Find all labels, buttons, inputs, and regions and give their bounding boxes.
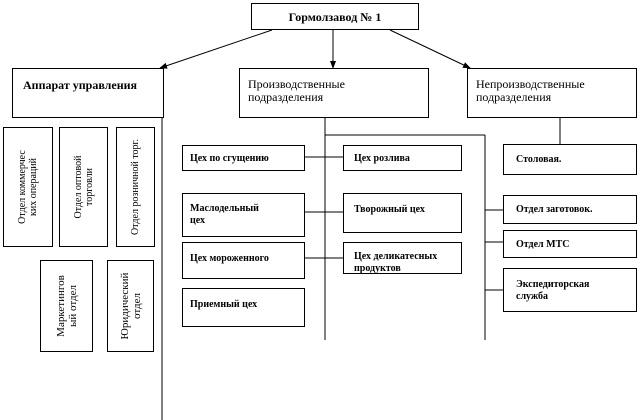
- forwarding-box: Экспедиторская служба: [503, 268, 637, 312]
- icecream-shop-box: Цех мороженного: [182, 242, 305, 279]
- receiving-shop-label: Приемный цех: [190, 299, 258, 310]
- legal-line1: Юридический: [119, 272, 131, 340]
- root-box: Гормолзавод № 1: [251, 3, 419, 30]
- cottage-cheese-shop-label: Творожный цех: [354, 204, 425, 215]
- retail-label: Отдел розничной торг.: [130, 138, 141, 236]
- production-box: Производственные подразделения: [239, 68, 429, 118]
- mts-box: Отдел МТС: [503, 230, 637, 258]
- bottling-shop-box: Цех розлива: [343, 145, 462, 171]
- marketing-line2: ый отдел: [67, 285, 79, 328]
- nonproduction-label-line1: Непроизводственные: [476, 77, 585, 91]
- retail-box: Отдел розничной торг.: [116, 127, 155, 247]
- marketing-box: Маркетингов ый отдел: [40, 260, 93, 352]
- marketing-label: Маркетингов ый отдел: [55, 261, 79, 351]
- commercial-ops-label: Отдел коммерчес ких операций: [17, 128, 39, 246]
- delicacy-shop-line2: продуктов: [354, 263, 401, 274]
- wholesale-box: Отдел оптовой торговли: [59, 127, 108, 247]
- cottage-cheese-shop-box: Творожный цех: [343, 193, 462, 233]
- legal-line2: отдел: [131, 293, 143, 319]
- bottling-shop-label: Цех розлива: [354, 153, 410, 164]
- canteen-label: Столовая.: [516, 154, 562, 165]
- wholesale-line1: Отдел оптовой: [73, 155, 84, 219]
- production-label-line1: Производственные: [248, 77, 345, 91]
- management-box: Аппарат управления: [12, 68, 164, 118]
- condensing-shop-label: Цех по сгущению: [190, 153, 269, 164]
- delicacy-shop-line1: Цех деликатесных: [354, 251, 438, 262]
- butter-shop-box: Маслодельный цех: [182, 193, 305, 237]
- mts-label: Отдел МТС: [516, 239, 570, 250]
- procurement-box: Отдел заготовок.: [503, 195, 637, 224]
- condensing-shop-box: Цех по сгущению: [182, 145, 305, 171]
- production-label-line2: подразделения: [248, 90, 324, 104]
- wholesale-label: Отдел оптовой торговли: [73, 128, 95, 246]
- marketing-line1: Маркетингов: [55, 275, 67, 337]
- forwarding-line1: Экспедиторская: [516, 279, 590, 290]
- management-label: Аппарат управления: [23, 78, 138, 92]
- nonproduction-box: Непроизводственные подразделения: [467, 68, 637, 118]
- receiving-shop-box: Приемный цех: [182, 288, 305, 327]
- butter-shop-line2: цех: [190, 215, 205, 226]
- commercial-ops-line2: ких операций: [28, 158, 39, 216]
- procurement-label: Отдел заготовок.: [516, 204, 593, 215]
- delicacy-shop-box: Цех деликатесных продуктов: [343, 242, 462, 274]
- wholesale-line2: торговли: [84, 167, 95, 207]
- forwarding-line2: служба: [516, 291, 549, 302]
- butter-shop-line1: Маслодельный: [190, 203, 259, 214]
- root-title: Гормолзавод № 1: [288, 10, 382, 24]
- arrow-to-management: [159, 29, 273, 69]
- icecream-shop-label: Цех мороженного: [190, 253, 269, 264]
- legal-box: Юридический отдел: [107, 260, 154, 352]
- nonproduction-label-line2: подразделения: [476, 90, 552, 104]
- legal-label: Юридический отдел: [119, 261, 143, 351]
- commercial-ops-line1: Отдел коммерчес: [17, 150, 28, 224]
- commercial-ops-box: Отдел коммерчес ких операций: [3, 127, 53, 247]
- arrow-to-nonproduction: [389, 29, 471, 69]
- canteen-box: Столовая.: [503, 144, 637, 175]
